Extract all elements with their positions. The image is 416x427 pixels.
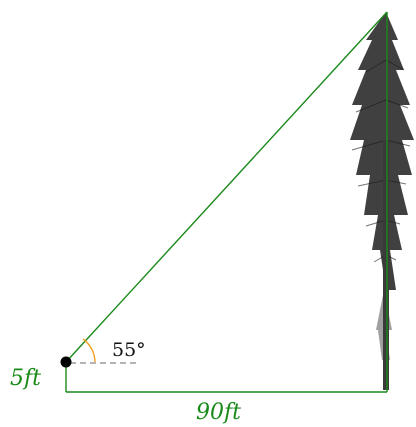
observer-height-label: 5ft <box>10 366 41 391</box>
right-triangle <box>65 11 388 393</box>
ground-distance-label: 90ft <box>196 400 241 425</box>
hypotenuse-line <box>65 11 388 363</box>
tree-trunk <box>383 140 389 390</box>
angle-label: 55° <box>112 339 146 361</box>
pine-tree-icon <box>350 12 414 390</box>
observer-dot-icon <box>60 356 72 368</box>
angle-arc <box>82 338 96 363</box>
